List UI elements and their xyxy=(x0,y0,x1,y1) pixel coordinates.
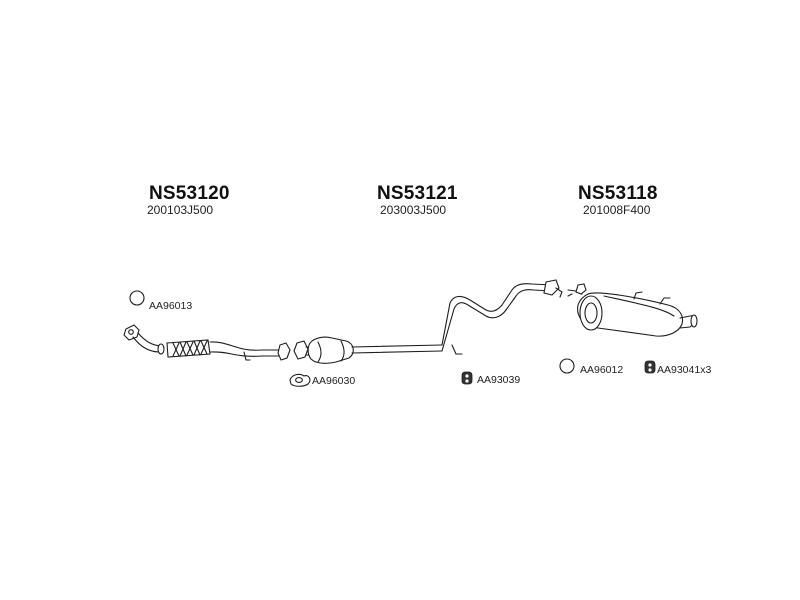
section-2-number: NS53121 xyxy=(377,183,458,204)
ring-gasket-icon xyxy=(559,358,575,374)
section-3-number: NS53118 xyxy=(578,183,658,204)
section-2-code: 203003J500 xyxy=(380,203,447,217)
accessory-label-5: AA93041x3 xyxy=(657,364,712,376)
accessory-label-2: AA96030 xyxy=(312,375,356,387)
section-3-code: 201008F400 xyxy=(583,203,651,217)
rear-silencer-part xyxy=(567,283,698,337)
accessory-label-4: AA96012 xyxy=(580,364,624,376)
rubber-mount-icon xyxy=(461,371,473,385)
accessory-label-3: AA93039 xyxy=(477,374,521,386)
accessory-label-1: AA96013 xyxy=(149,300,193,312)
rubber-mount-icon xyxy=(644,360,656,374)
section-1-code: 200103J500 xyxy=(147,203,214,217)
center-pipe-part xyxy=(293,279,563,364)
front-pipe-part xyxy=(123,324,291,361)
section-1-number: NS53120 xyxy=(149,183,230,204)
ring-gasket-icon xyxy=(129,290,145,306)
flange-gasket-icon xyxy=(289,373,311,387)
